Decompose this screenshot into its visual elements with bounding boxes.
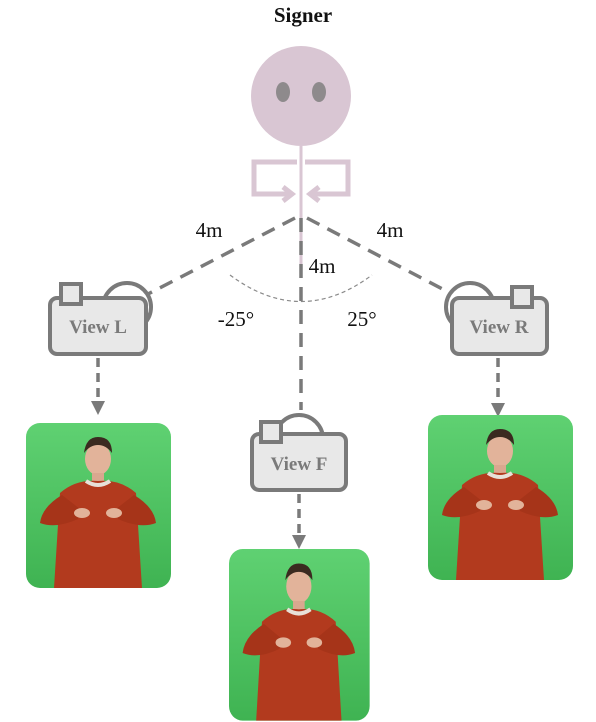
- camera-label-right: View R: [470, 317, 529, 338]
- rotation-arrows-icon: [251, 159, 351, 203]
- distance-label-left: 4m: [196, 218, 223, 242]
- angle-label-right: 25°: [347, 307, 376, 331]
- camera-label-left: View L: [69, 317, 127, 338]
- camera-icon-right: View R: [444, 281, 549, 356]
- person-head-icon: [251, 46, 351, 146]
- distance-label-right: 4m: [377, 218, 404, 242]
- angle-label-left: -25°: [218, 307, 254, 331]
- camera-icon-front: View F: [250, 413, 348, 492]
- angle-arc: [229, 274, 373, 302]
- camera-sightlines: [147, 216, 453, 410]
- signer-photo-front: [229, 549, 370, 721]
- distance-label-front: 4m: [309, 254, 336, 278]
- diagram-title: Signer: [274, 3, 332, 27]
- signer-photo-right: [426, 413, 575, 582]
- signer-photo-left: [24, 421, 173, 590]
- camera-icon-left: View L: [48, 281, 153, 356]
- camera-label-front: View F: [271, 454, 328, 475]
- output-arrows: [91, 358, 505, 549]
